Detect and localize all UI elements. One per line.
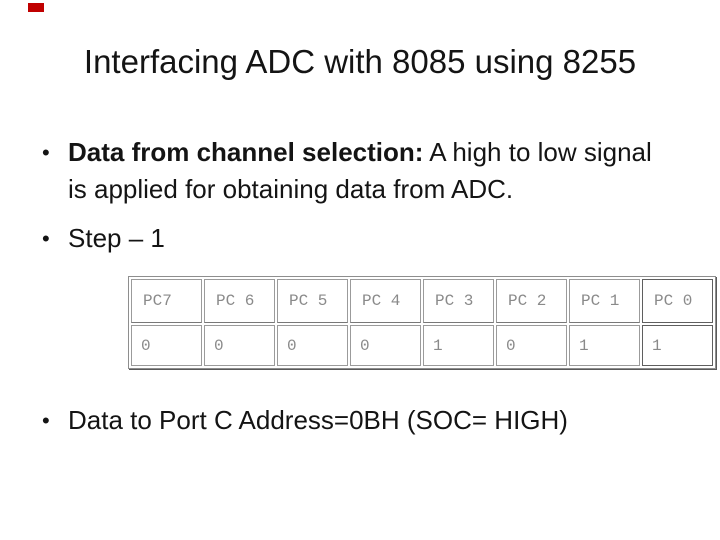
table-value-cell: 1 <box>642 325 713 366</box>
table-value-cell: 0 <box>350 325 421 366</box>
table-header-cell: PC 3 <box>423 279 494 323</box>
bullet-text: Step – 1 <box>68 223 165 253</box>
bullet-icon: • <box>42 408 50 433</box>
table-value-cell: 0 <box>204 325 275 366</box>
table-value-cell: 1 <box>569 325 640 366</box>
table-header-cell: PC 6 <box>204 279 275 323</box>
bullet-icon: • <box>42 226 50 251</box>
table-header-cell: PC 2 <box>496 279 567 323</box>
bullet-text: Data from channel selection: A high to l… <box>68 134 660 208</box>
table-header-cell: PC 4 <box>350 279 421 323</box>
bullet-text-bold: Data from channel selection: <box>68 137 424 167</box>
red-marker <box>28 3 44 12</box>
table-value-cell: 0 <box>496 325 567 366</box>
bullet-item-channel-selection: • Data from channel selection: A high to… <box>42 134 660 208</box>
table-header-cell: PC 1 <box>569 279 640 323</box>
port-c-table: PC7 PC 6 PC 5 PC 4 PC 3 PC 2 PC 1 PC 0 0… <box>128 276 716 369</box>
bullet-icon: • <box>42 140 50 165</box>
bullet-text-rest: A high to low signal is applied for obta… <box>68 137 652 204</box>
bullet-item-port-c-address: • Data to Port C Address=0BH (SOC= HIGH) <box>42 402 568 439</box>
slide-title: Interfacing ADC with 8085 using 8255 <box>83 43 637 80</box>
table-value-cell: 1 <box>423 325 494 366</box>
table-header-cell: PC 5 <box>277 279 348 323</box>
table-header-cell: PC 0 <box>642 279 713 323</box>
bullet-item-step-1: • Step – 1 <box>42 220 165 257</box>
table-value-cell: 0 <box>131 325 202 366</box>
table-header-cell: PC7 <box>131 279 202 323</box>
table-value-row: 0 0 0 0 1 0 1 1 <box>131 325 713 366</box>
table-header-row: PC7 PC 6 PC 5 PC 4 PC 3 PC 2 PC 1 PC 0 <box>131 279 713 323</box>
bullet-text: Data to Port C Address=0BH (SOC= HIGH) <box>68 405 568 435</box>
table-value-cell: 0 <box>277 325 348 366</box>
